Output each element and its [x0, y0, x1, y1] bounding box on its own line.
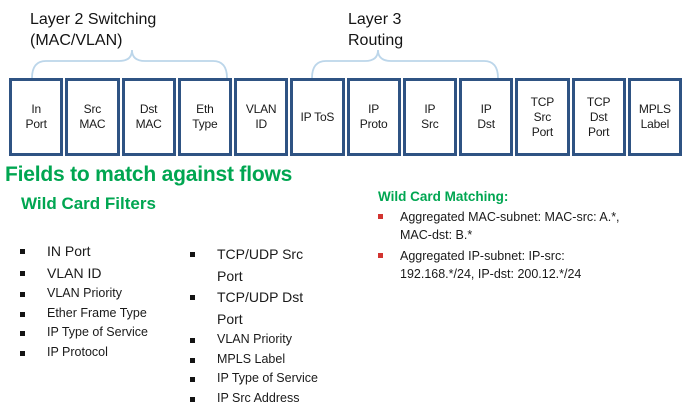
list-item: TCP/UDP Src Port: [190, 244, 365, 287]
field-box-vlan-id: VLAN ID: [234, 78, 289, 156]
square-bullet-icon: [190, 338, 195, 343]
layer2-brace-icon: [31, 49, 228, 79]
list-item: IP Protocol: [20, 343, 185, 363]
field-box-in-port: In Port: [9, 78, 64, 156]
square-bullet-icon: [20, 331, 25, 336]
wildcard-matching-heading: Wild Card Matching:: [378, 189, 509, 204]
field-box-ip-tos: IP ToS: [290, 78, 345, 156]
wildcard-filters-list-right: TCP/UDP Src Port TCP/UDP Dst Port VLAN P…: [190, 244, 365, 408]
square-bullet-icon: [190, 252, 195, 257]
list-item: VLAN ID: [20, 263, 185, 285]
list-item-text: Aggregated IP-subnet: IP-src: 192.168.*/…: [400, 249, 582, 282]
list-item-text: IP Type of Service: [47, 325, 148, 339]
wildcard-matching-list: Aggregated MAC-subnet: MAC-src: A.*, MAC…: [378, 208, 683, 284]
layer2-switching-label: Layer 2 Switching (MAC/VLAN): [30, 9, 156, 51]
field-label: VLAN ID: [245, 102, 277, 131]
list-item-text: VLAN ID: [47, 264, 102, 281]
list-item: IP Src Address: [190, 389, 365, 409]
list-item-text: IP Type of Service: [217, 371, 318, 385]
square-bullet-icon: [190, 377, 195, 382]
field-box-tcp-dst-port: TCP Dst Port: [571, 78, 626, 156]
field-box-dst-mac: Dst MAC: [121, 78, 176, 156]
list-item-text: TCP/UDP Dst Port: [217, 289, 304, 327]
page-title: Fields to match against flows: [5, 163, 293, 186]
list-item: Aggregated MAC-subnet: MAC-src: A.*, MAC…: [378, 208, 683, 244]
field-label: TCP Dst Port: [586, 94, 611, 139]
field-label: In Port: [25, 102, 47, 131]
layer2-label-line1: Layer 2 Switching: [30, 11, 157, 28]
square-bullet-icon: [20, 311, 25, 317]
layer3-label-line1: Layer 3: [348, 11, 402, 28]
field-box-eth-type: Eth Type: [177, 78, 232, 156]
field-label: Dst MAC: [135, 102, 162, 131]
list-item: TCP/UDP Dst Port: [190, 287, 365, 330]
field-label: IP ToS: [300, 109, 335, 124]
square-bullet-icon: [190, 396, 195, 402]
field-box-ip-dst: IP Dst: [459, 78, 514, 156]
list-item-text: TCP/UDP Src Port: [217, 246, 304, 284]
list-item: VLAN Priority: [190, 330, 365, 350]
list-item: VLAN Priority: [20, 284, 185, 304]
square-bullet-icon: [20, 249, 25, 254]
brace-graphics: [31, 49, 499, 79]
field-box-tcp-src-port: TCP Src Port: [515, 78, 570, 156]
wildcard-matching-section: Wild Card Matching: Aggregated MAC-subne…: [378, 189, 683, 287]
list-item-text: VLAN Priority: [47, 286, 123, 300]
red-square-bullet-icon: [378, 214, 383, 219]
list-item-text: IP Src Address: [217, 390, 300, 405]
list-item-text: Ether Frame Type: [47, 305, 147, 320]
field-label: IP Proto: [359, 102, 388, 131]
field-box-ip-proto: IP Proto: [346, 78, 401, 156]
wildcard-filters-list-left: IN Port VLAN ID VLAN Priority Ether Fram…: [20, 241, 185, 362]
field-label: Src MAC: [79, 102, 106, 131]
list-item: IN Port: [20, 241, 185, 263]
list-item: Aggregated IP-subnet: IP-src: 192.168.*/…: [378, 247, 683, 283]
square-bullet-icon: [20, 292, 25, 297]
field-box-mpls-label: MPLS Label: [627, 78, 682, 156]
layer2-label-line2: (MAC/VLAN): [30, 32, 123, 50]
list-item-text: Aggregated MAC-subnet: MAC-src: A.*, MAC…: [400, 210, 620, 243]
field-box-ip-src: IP Src: [402, 78, 457, 156]
field-label: Eth Type: [192, 102, 218, 131]
layer3-brace-icon: [311, 49, 499, 79]
list-item-text: IN Port: [47, 243, 91, 259]
field-label: MPLS Label: [638, 102, 671, 131]
wildcard-filters-heading: Wild Card Filters: [21, 194, 156, 213]
list-item-text: MPLS Label: [217, 351, 286, 366]
square-bullet-icon: [20, 350, 25, 356]
list-item: MPLS Label: [190, 350, 365, 370]
field-label: TCP Src Port: [530, 94, 555, 139]
list-item: IP Type of Service: [20, 323, 185, 343]
square-bullet-icon: [190, 357, 195, 363]
square-bullet-icon: [190, 295, 195, 300]
packet-fields-row: In Port Src MAC Dst MAC Eth Type VLAN ID…: [9, 78, 682, 156]
list-item-text: VLAN Priority: [217, 332, 293, 346]
field-label: IP Src: [421, 102, 439, 131]
square-bullet-icon: [20, 270, 25, 276]
layer3-routing-label: Layer 3 Routing: [348, 9, 403, 51]
list-item-text: IP Protocol: [47, 344, 108, 359]
list-item: Ether Frame Type: [20, 304, 185, 324]
red-square-bullet-icon: [378, 253, 383, 259]
field-box-src-mac: Src MAC: [65, 78, 120, 156]
field-label: IP Dst: [477, 102, 495, 131]
layer3-label-line2: Routing: [348, 32, 404, 50]
list-item: IP Type of Service: [190, 369, 365, 389]
